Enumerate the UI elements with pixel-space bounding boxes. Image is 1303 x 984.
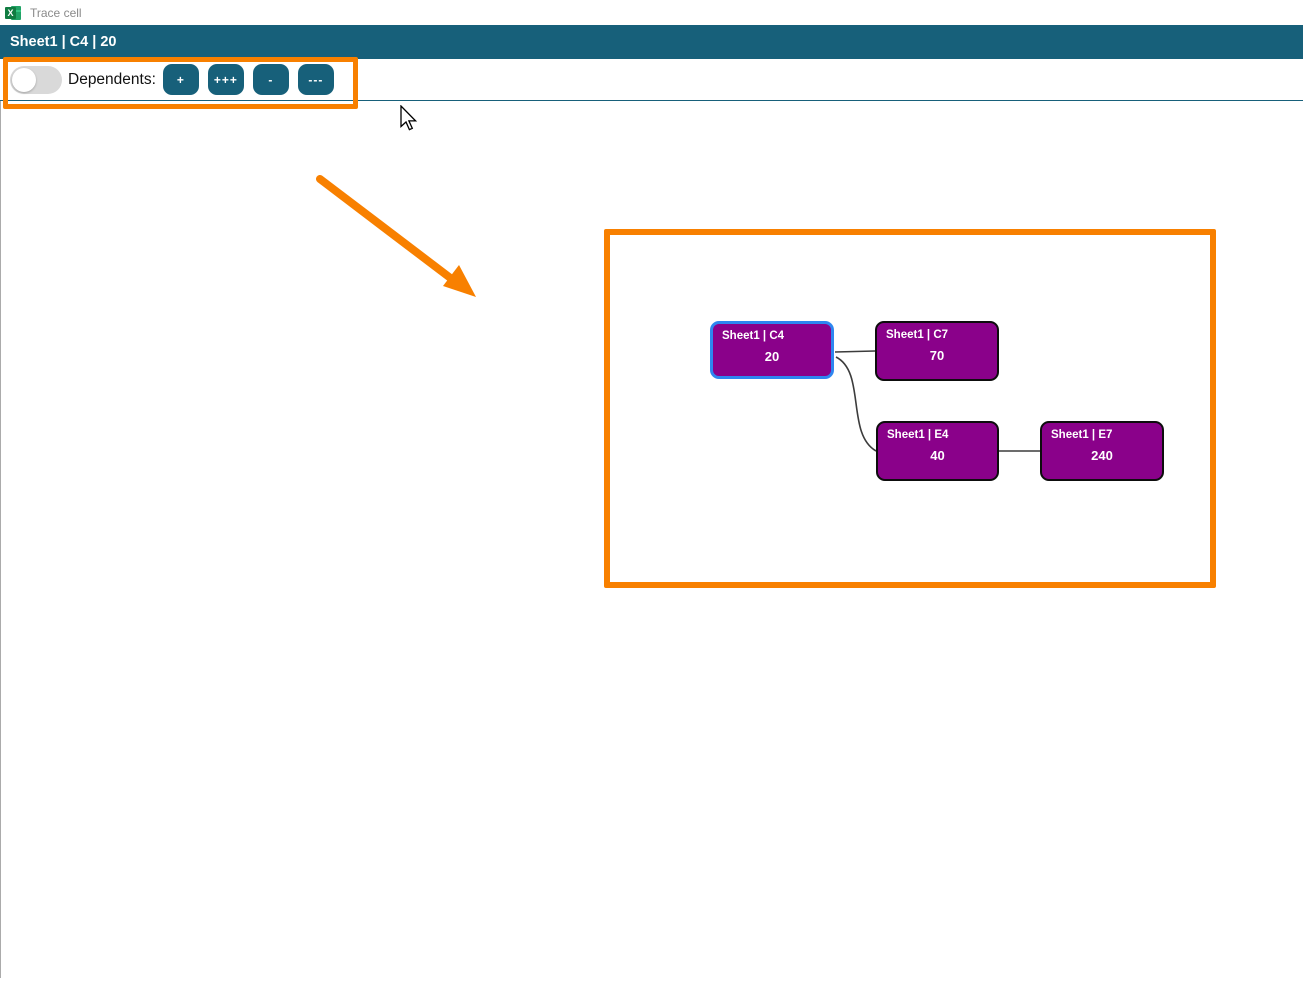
expand-all-button[interactable]: +++ <box>207 64 244 95</box>
graph-node-e7[interactable]: Sheet1 | E7 240 <box>1040 421 1164 481</box>
expand-one-button[interactable]: + <box>162 64 199 95</box>
node-e4-title: Sheet1 | E4 <box>887 429 949 441</box>
collapse-one-button[interactable]: - <box>252 64 289 95</box>
annotation-arrow <box>316 175 476 297</box>
collapse-all-button[interactable]: --- <box>297 64 334 95</box>
node-c7-value: 70 <box>929 348 945 363</box>
graph-node-e4[interactable]: Sheet1 | E4 40 <box>876 421 999 481</box>
dependents-label: Dependents: <box>68 70 156 88</box>
edge-c4-e4 <box>835 356 877 452</box>
node-e7-value: 240 <box>1091 448 1113 463</box>
window-title-bar: X Trace cell <box>0 0 1303 25</box>
dependents-toggle[interactable] <box>10 65 62 94</box>
node-e7-title: Sheet1 | E7 <box>1051 429 1113 441</box>
edge-c4-c7 <box>834 350 876 353</box>
toggle-knob <box>12 67 36 92</box>
header-bar: Sheet1 | C4 | 20 <box>0 25 1303 59</box>
graph-node-c7[interactable]: Sheet1 | C7 70 <box>875 321 999 381</box>
node-c4-title: Sheet1 | C4 <box>722 330 785 342</box>
node-e4-value: 40 <box>930 448 945 463</box>
graph-node-c4[interactable]: Sheet1 | C4 20 <box>710 321 834 379</box>
graph-highlight-box <box>604 229 1216 588</box>
toolbar: Dependents: + +++ - --- <box>0 59 1303 101</box>
node-c7-title: Sheet1 | C7 <box>886 329 949 341</box>
canvas-left-border <box>0 101 1 978</box>
window-title: Trace cell <box>30 5 82 20</box>
node-c4-value: 20 <box>764 349 780 364</box>
excel-icon: X <box>5 5 21 21</box>
traced-cell-label: Sheet1 | C4 | 20 <box>10 34 117 50</box>
mouse-cursor <box>400 105 418 131</box>
